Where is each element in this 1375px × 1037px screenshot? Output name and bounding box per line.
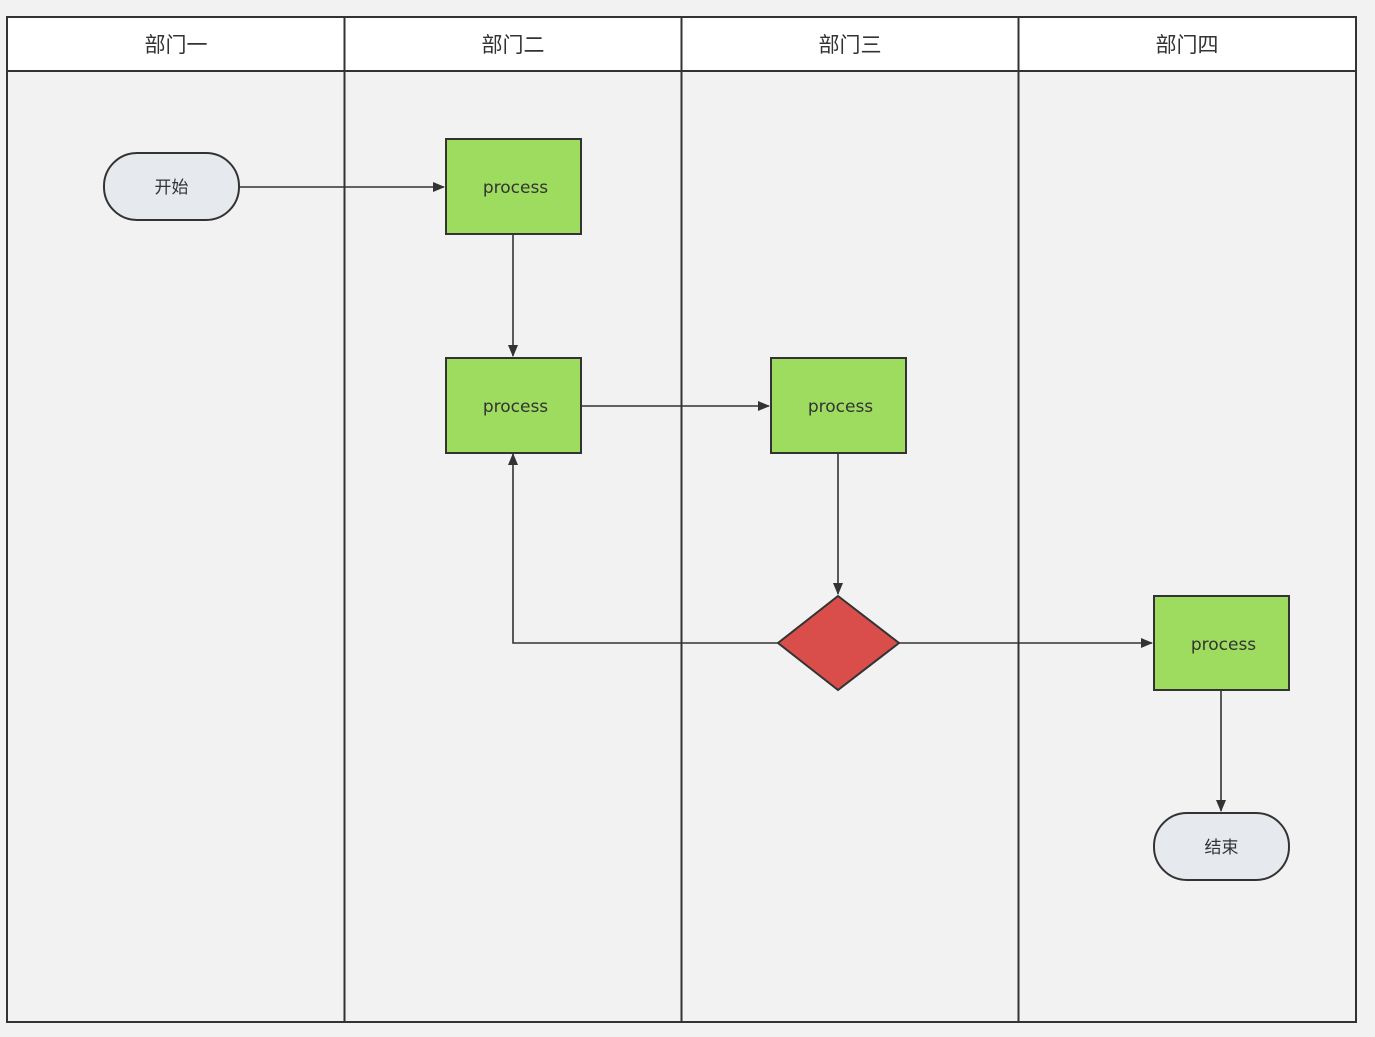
start-terminal[interactable]: 开始	[103, 152, 240, 221]
process-1-label: process	[483, 178, 548, 198]
lane-title-4: 部门四	[1156, 33, 1219, 57]
end-terminal[interactable]: 结束	[1153, 812, 1290, 881]
start-label: 开始	[155, 178, 189, 198]
process-node-2[interactable]: process	[445, 357, 582, 454]
process-node-3[interactable]: process	[770, 357, 907, 454]
lane-title-3: 部门三	[819, 33, 882, 57]
process-2-label: process	[483, 397, 548, 417]
process-3-label: process	[808, 397, 873, 417]
end-label: 结束	[1205, 838, 1239, 858]
decision-node[interactable]	[776, 594, 901, 692]
process-node-4[interactable]: process	[1153, 595, 1290, 691]
process-4-label: process	[1191, 635, 1256, 655]
lane-title-1: 部门一	[145, 33, 208, 57]
lane-title-2: 部门二	[482, 33, 545, 57]
process-node-1[interactable]: process	[445, 138, 582, 235]
edge-decision-to-p2[interactable]	[508, 453, 778, 644]
